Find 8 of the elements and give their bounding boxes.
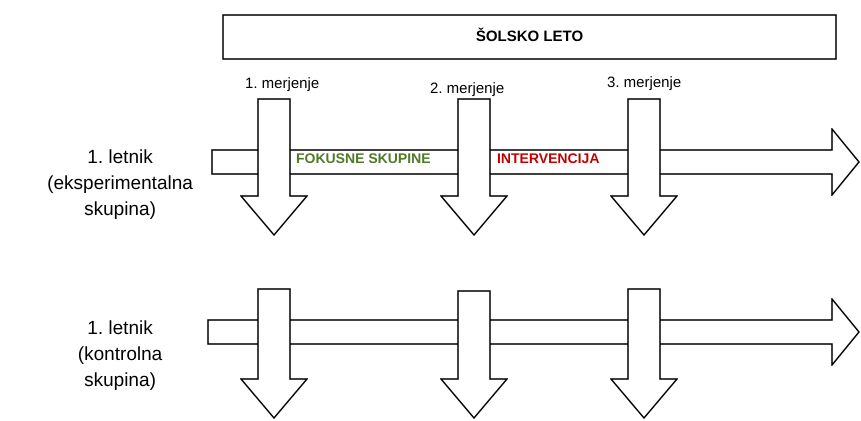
measurement-label: 2. merjenje [430, 80, 504, 97]
phase-label: INTERVENCIJA [497, 150, 600, 166]
measurement-label: 1. merjenje [245, 75, 320, 92]
heading-text: ŠOLSKO LETO [474, 28, 584, 45]
measurement-label: 3. merjenje [607, 74, 682, 91]
group-label: 1. letnik (eksperimentalna skupina) [46, 146, 194, 222]
group-label: 1. letnik (kontrolna skupina) [76, 317, 164, 393]
phase-label: FOKUSNE SKUPINE [296, 150, 431, 166]
